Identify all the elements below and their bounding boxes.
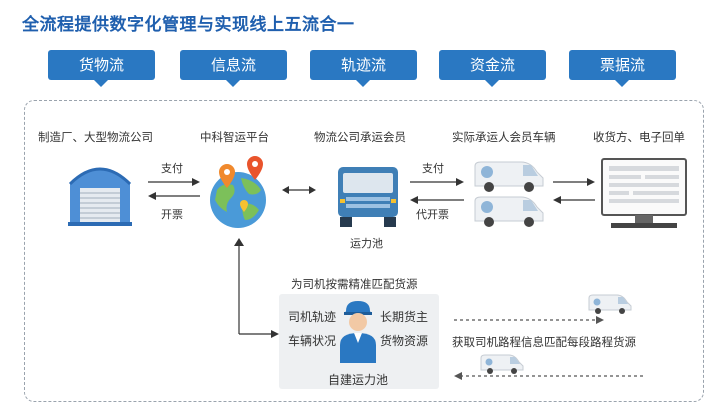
tab-fund-flow[interactable]: 资金流 xyxy=(439,50,546,80)
tab-track-flow-pointer xyxy=(356,80,370,87)
panel-driver-track: 司机轨迹 xyxy=(288,310,337,324)
page-title: 全流程提供数字化管理与实现线上五流合一 xyxy=(22,15,355,35)
panel-long-term-shipper: 长期货主 xyxy=(380,310,429,324)
edge-label-pay-1: 支付 xyxy=(161,162,183,175)
tab-invoice-flow[interactable]: 票据流 xyxy=(569,50,676,80)
arrow-right-icon xyxy=(410,178,464,186)
tab-cargo-flow[interactable]: 货物流 xyxy=(48,50,155,80)
arrow-left-icon xyxy=(148,192,200,200)
tab-invoice-flow-pointer xyxy=(615,80,629,87)
capacity-pool-label: 运力池 xyxy=(350,237,383,250)
elbow-arrow-icon xyxy=(234,238,279,338)
arrow-left-icon xyxy=(410,196,464,204)
edge-label-pay-2: 支付 xyxy=(422,162,444,175)
arrow-left-icon xyxy=(553,196,595,204)
self-built-capacity-pool: 自建运力池 xyxy=(328,373,389,387)
node-label-carrier-member: 物流公司承运会员 xyxy=(314,130,406,144)
edge-label-invoice-2: 代开票 xyxy=(416,208,449,221)
monitor-receipt-icon xyxy=(601,158,687,228)
tab-fund-flow-pointer xyxy=(485,80,499,87)
tab-information-flow[interactable]: 信息流 xyxy=(180,50,287,80)
double-arrow-icon xyxy=(282,186,316,194)
node-label-actual-carrier: 实际承运人会员车辆 xyxy=(452,130,556,144)
panel-vehicle-status: 车辆状况 xyxy=(288,334,337,348)
van-icon xyxy=(474,196,544,227)
van-icon xyxy=(474,161,544,192)
edge-label-invoice-1: 开票 xyxy=(161,208,183,221)
flow-frame xyxy=(24,100,704,402)
tab-track-flow[interactable]: 轨迹流 xyxy=(310,50,417,80)
route-matching-label: 获取司机路程信息匹配每段路程货源 xyxy=(452,335,636,349)
node-label-platform: 中科智运平台 xyxy=(200,130,269,144)
tab-cargo-flow-pointer xyxy=(94,80,108,87)
tab-information-flow-pointer xyxy=(226,80,240,87)
dashed-arrow-right-icon xyxy=(454,316,604,324)
panel-cargo-resources: 货物资源 xyxy=(380,334,429,348)
warehouse-icon xyxy=(68,167,132,226)
arrow-right-icon xyxy=(553,178,595,186)
globe-platform-icon xyxy=(210,156,266,228)
node-label-receiver: 收货方、电子回单 xyxy=(593,130,685,144)
dashed-arrow-left-icon xyxy=(454,372,644,380)
driver-icon xyxy=(340,301,376,363)
arrow-right-icon xyxy=(148,178,200,186)
node-label-manufacturer: 制造厂、大型物流公司 xyxy=(38,130,153,144)
van-small-icon xyxy=(480,354,524,374)
driver-matching-caption: 为司机按需精准匹配货源 xyxy=(291,277,418,291)
truck-icon xyxy=(338,167,398,227)
van-small-icon xyxy=(588,294,632,314)
